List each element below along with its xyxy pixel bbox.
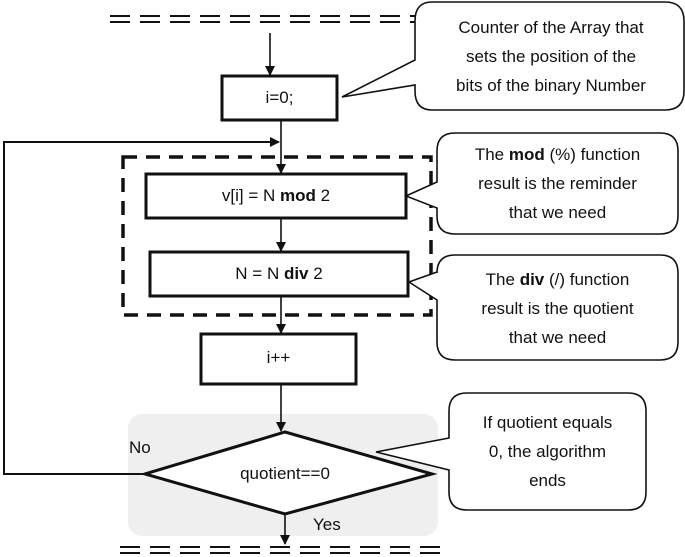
callout-div-line2: result is the quotient	[481, 298, 634, 318]
callout-div-line3: that we need	[508, 327, 607, 347]
mod-box	[144, 172, 408, 220]
div-box-pre: N = N	[235, 264, 284, 283]
callout-end	[375, 392, 647, 511]
callout-mod-line2: result is the reminder	[478, 174, 637, 193]
inc-box	[199, 332, 358, 386]
callout-counter-line2: sets the position of the	[465, 46, 637, 66]
mod-div-group-box	[121, 155, 433, 317]
div-box	[148, 250, 410, 298]
div-box-text: N = N div 2	[150, 252, 408, 296]
end-terminal-line	[120, 546, 450, 554]
callout-counter-text: Counter of the Array that sets the posit…	[420, 4, 682, 108]
callout-div-pre: The	[485, 269, 520, 289]
callout-mod-pre: The	[474, 145, 509, 164]
mod-box-op: mod	[280, 186, 316, 205]
callout-div-line1: The div (/) function	[486, 265, 630, 294]
yes-label: Yes	[313, 515, 341, 534]
inc-box-text: i++	[266, 348, 291, 367]
div-box-op: div	[283, 264, 309, 283]
init-box	[220, 74, 339, 122]
callout-end-line3: ends	[529, 471, 566, 490]
callout-div-text: The div (/) function result is the quoti…	[439, 258, 676, 358]
callout-div-post: (/) function	[544, 269, 630, 289]
no-label: No	[129, 438, 151, 457]
mod-box-text: v[i] = N mod 2	[146, 174, 406, 218]
callout-end-line1: If quotient equals	[482, 413, 613, 432]
callout-end-text: If quotient equals 0, the algorithm ends	[451, 395, 644, 508]
div-box-post: 2	[308, 264, 323, 283]
mod-box-pre: v[i] = N	[221, 186, 281, 205]
callout-end-line2: 0, the algorithm	[488, 442, 607, 461]
mod-box-post: 2	[315, 186, 331, 205]
callout-div-op: div	[519, 269, 545, 289]
callout-mod-line1: The mod (%) function	[475, 140, 640, 169]
callout-counter	[341, 1, 685, 111]
start-terminal-line	[110, 15, 430, 23]
callout-mod-text: The mod (%) function result is the remin…	[439, 135, 676, 232]
init-box-text: i=0;	[265, 88, 294, 107]
callout-mod	[403, 132, 679, 235]
callout-mod-line3: that we need	[508, 203, 607, 222]
callout-mod-op: mod	[508, 145, 545, 164]
callout-counter-line3: bits of the binary Number	[456, 75, 646, 95]
callout-div	[407, 254, 679, 361]
callout-mod-post: (%) function	[544, 145, 641, 164]
callout-counter-line1: Counter of the Array that	[458, 17, 644, 37]
decision-text: quotient==0	[240, 464, 330, 483]
